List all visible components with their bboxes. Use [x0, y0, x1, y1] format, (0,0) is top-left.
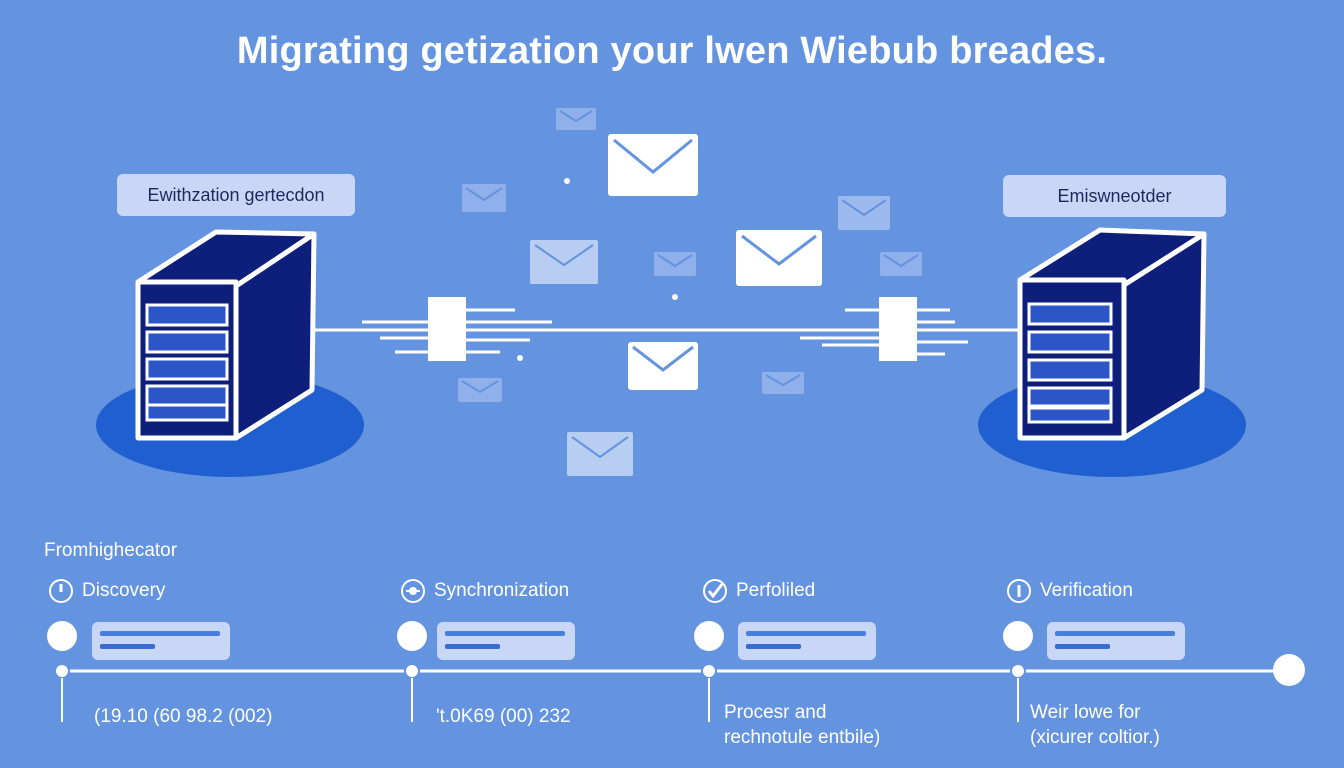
stage-note: (19.10 (60 98.2 (002): [94, 706, 273, 727]
progress-card: [437, 622, 575, 660]
sync-icon: [401, 579, 425, 603]
stage-label: Perfoliled: [736, 580, 816, 601]
target-server-icon: [978, 227, 1246, 477]
timeline-heading: Fromhighecator: [44, 540, 178, 561]
stage-label: Verification: [1040, 580, 1133, 601]
page-title: Migrating getization your lwen Wiebub br…: [236, 30, 1108, 72]
left-connector-block: [362, 297, 552, 361]
envelope-icon: [608, 134, 698, 196]
progress-card: [92, 622, 230, 660]
progress-card: [1047, 622, 1185, 660]
envelope-icon: [462, 184, 506, 212]
envelope-icon: [880, 252, 922, 276]
stage-note: Procesr and rechnotule entbile): [724, 702, 881, 748]
envelope-icon: [556, 108, 596, 130]
envelope-icon: [567, 432, 633, 476]
envelope-icon: [458, 378, 502, 402]
stage-discovery: Discovery: [48, 578, 165, 604]
target-server-label: Emiswneotder: [1003, 175, 1226, 217]
envelope-icon: [628, 342, 698, 390]
check-icon: [703, 579, 727, 603]
info-icon: [1007, 579, 1031, 603]
envelope-icon: [762, 372, 804, 394]
envelope-icon: [654, 252, 696, 276]
dot: [672, 294, 678, 300]
envelope-icon: [736, 230, 822, 286]
source-server-icon: [96, 229, 364, 477]
stage-note: 't.0K69 (00) 232: [436, 706, 571, 727]
right-connector-block: [800, 297, 968, 361]
stage-note: Weir lowe for (xicurer coltior.): [1030, 702, 1160, 748]
progress-card: [738, 622, 876, 660]
stage-label: Discovery: [82, 580, 166, 601]
source-server-label: Ewithzation gertecdon: [117, 174, 355, 216]
stage-label: Synchronization: [434, 580, 570, 601]
timeline-track: [47, 621, 1305, 722]
envelope-icon: [838, 196, 890, 230]
stage-perfoliled: Perfoliled: [702, 578, 815, 604]
clock-icon: [49, 579, 73, 603]
envelope-icon: [530, 240, 598, 284]
dot: [517, 355, 523, 361]
dot: [564, 178, 570, 184]
stage-verification: Verification: [1006, 578, 1133, 604]
stage-synchronization: Synchronization: [400, 578, 569, 604]
